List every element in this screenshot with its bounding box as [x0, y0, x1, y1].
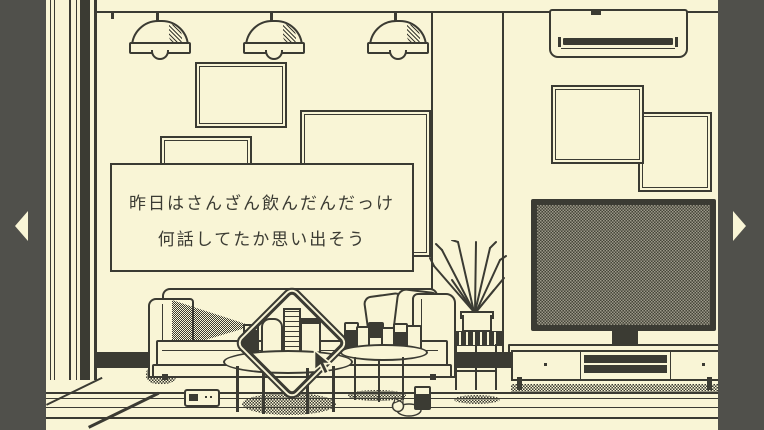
ceiling-line — [97, 11, 718, 13]
lamp-bulb — [151, 50, 169, 60]
lamp-shade-shading — [169, 24, 182, 43]
side-table-shadow — [348, 390, 406, 401]
coffee-table-leg — [236, 366, 239, 412]
chevron-left-icon[interactable] — [15, 211, 28, 241]
tv — [531, 199, 716, 331]
coffee-table-top — [223, 350, 353, 374]
tv-stand-divider — [580, 352, 581, 379]
pendant-lamp — [367, 13, 429, 61]
dialog-text-line1: 昨日はさんざん飲んだんだっけ — [129, 194, 395, 214]
plant-shadow — [454, 395, 500, 404]
lamp-stem — [394, 13, 397, 22]
side-table-with-cans — [340, 320, 428, 402]
ac-vent-bracket — [675, 37, 678, 47]
lamp-bulb — [389, 50, 407, 60]
floor-can — [414, 386, 431, 410]
door-line — [50, 0, 51, 380]
floor-line — [45, 417, 718, 419]
lamp-shade-shading — [283, 24, 296, 43]
coffee-table-leg — [262, 368, 265, 414]
dialog-text-line2: 何話してたか思い出そう — [157, 230, 367, 250]
plant-stand-leg — [475, 344, 477, 390]
doorway-frame — [45, 0, 97, 380]
door-line — [69, 0, 71, 380]
tv-stand-shelf-slot — [584, 355, 667, 363]
wall-corner-line-2 — [502, 13, 504, 352]
plant-pot — [462, 315, 492, 332]
console-button — [210, 396, 212, 398]
lamp-stem — [270, 13, 273, 22]
sofa-foot — [162, 374, 168, 380]
lamp-stem — [156, 13, 159, 22]
door-jamb — [80, 0, 90, 380]
dialog-box[interactable]: 昨日はさんざん飲んだんだっけ 何話してたか思い出そう — [110, 163, 414, 272]
console-button — [205, 396, 207, 398]
plant-fronds-icon — [429, 240, 507, 313]
side-table-leg — [354, 357, 356, 400]
side-table-top — [340, 344, 428, 361]
tv-stand-shadow — [511, 384, 718, 393]
air-conditioner — [549, 9, 688, 58]
sofa-foot — [430, 374, 436, 380]
tv-stand-foot — [517, 377, 522, 390]
side-table-leg — [378, 359, 380, 402]
coffee-table-leg — [306, 368, 309, 414]
wall-corner-line-1 — [431, 13, 433, 352]
pendant-lamp — [243, 13, 305, 61]
right-nav-band — [718, 0, 764, 430]
tv-mount-notch — [617, 324, 631, 331]
coffee-table-shadow — [242, 393, 336, 415]
picture-frame — [195, 62, 287, 128]
tv-stand-divider — [670, 352, 671, 379]
lamp-shade-shading — [407, 24, 420, 43]
tv-stand-foot — [707, 377, 712, 390]
plant-stand-top — [451, 331, 502, 346]
console-screen — [189, 394, 198, 401]
coffee-table-with-drinks[interactable] — [223, 308, 353, 414]
tv-screen — [537, 205, 710, 325]
ceiling-hook — [111, 13, 114, 19]
door-line — [54, 0, 55, 380]
plant-stand-brace — [455, 370, 497, 372]
picture-frame — [638, 112, 712, 192]
ac-vent — [563, 38, 673, 45]
lamp-bulb — [265, 50, 283, 60]
plant-stand-leg — [455, 344, 457, 390]
sofa-arm-line — [162, 304, 163, 372]
door-line — [94, 0, 97, 380]
plant-stand-leg — [495, 344, 497, 390]
door-line — [76, 0, 77, 380]
tv-stand-shelf-slot — [584, 365, 667, 373]
side-table-leg — [402, 357, 404, 400]
left-nav-band — [0, 0, 46, 430]
drawer-knob — [702, 363, 705, 366]
chevron-right-icon[interactable] — [733, 211, 746, 241]
floor-line — [45, 407, 718, 408]
ac-vent-line — [561, 48, 675, 49]
picture-frame — [551, 85, 644, 164]
handheld-console — [184, 389, 220, 407]
mouse-pointer-icon — [313, 349, 334, 376]
pendant-lamp — [129, 13, 191, 61]
tv-pedestal — [612, 330, 638, 348]
ac-vent-bracket — [558, 37, 561, 47]
tv-stand-body — [511, 350, 722, 381]
ac-indicator — [591, 11, 601, 15]
potted-plant — [428, 240, 508, 392]
drawer-knob — [544, 363, 547, 366]
coffee-table-leg — [332, 366, 335, 412]
